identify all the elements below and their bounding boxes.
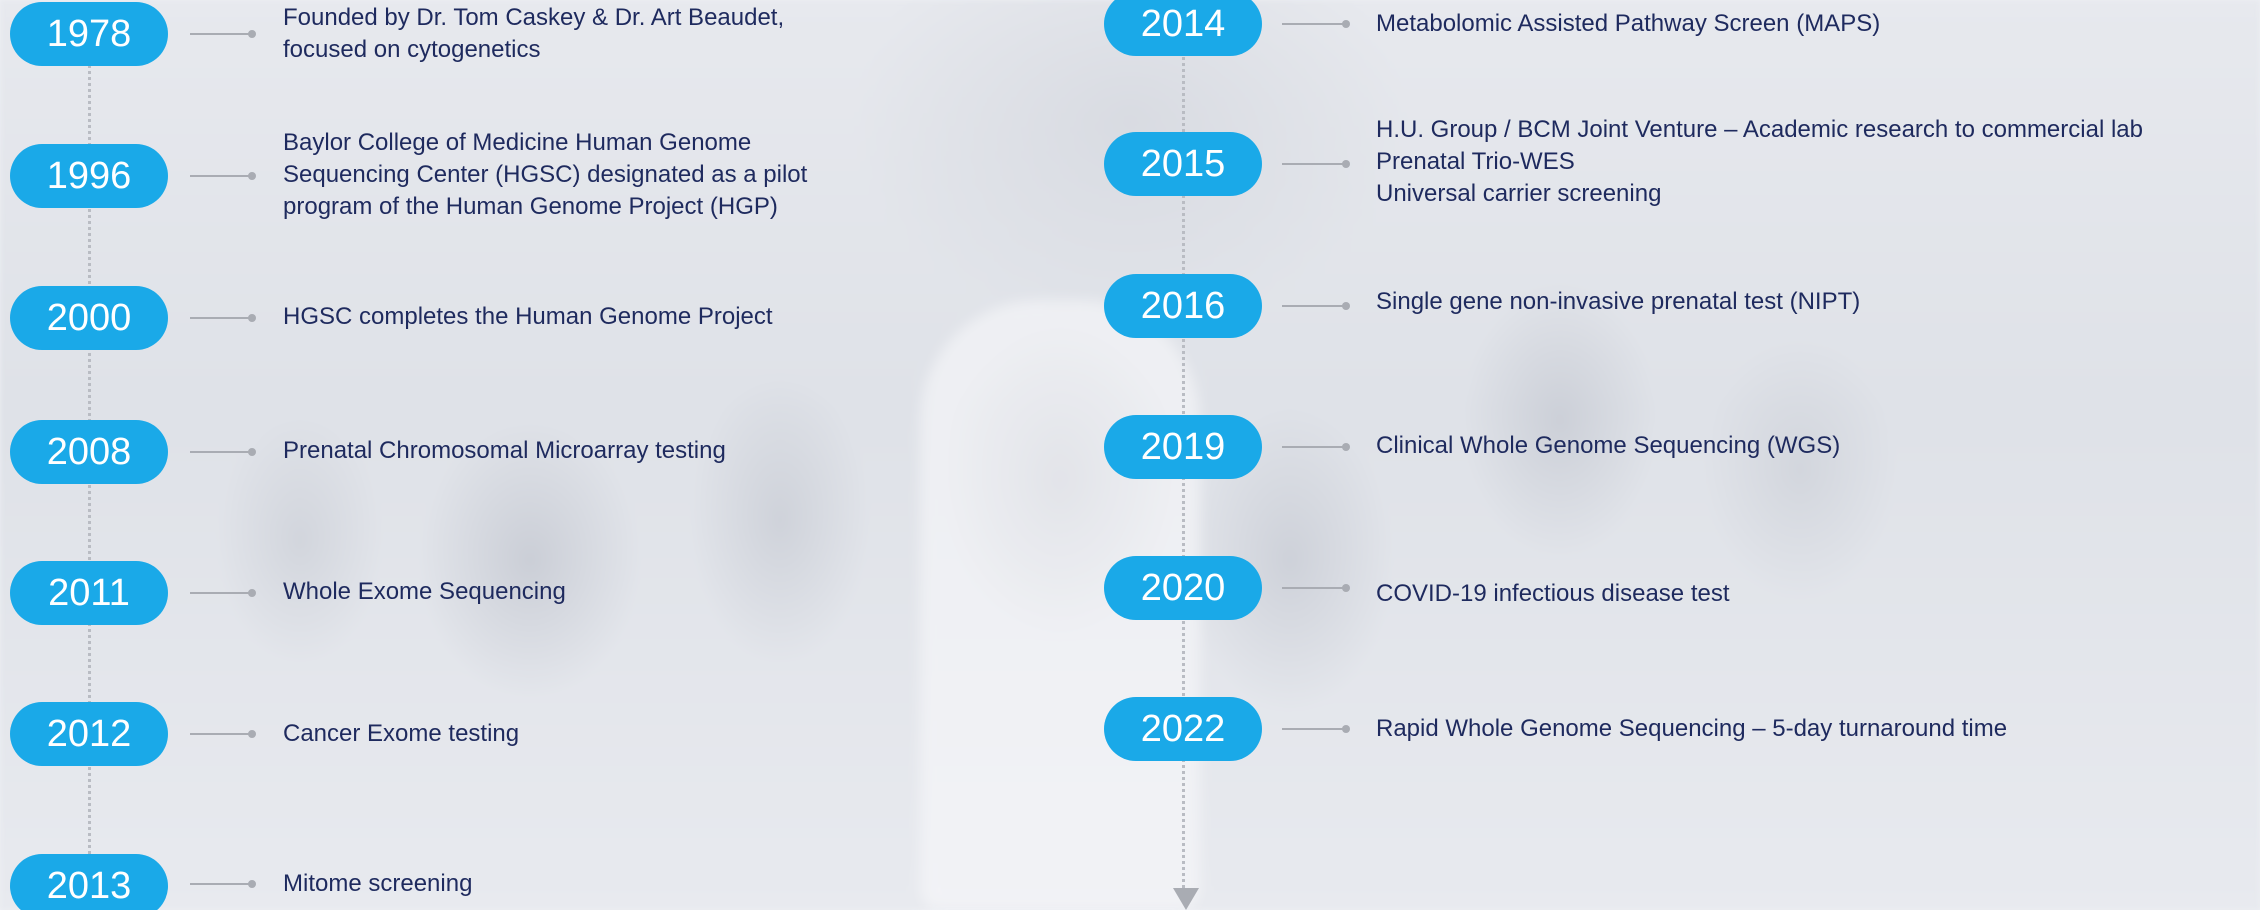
milestone-text-2016: Single gene non-invasive prenatal test (… [1376, 286, 1860, 318]
down-arrow-icon [1173, 888, 1199, 910]
connector-2016 [1282, 302, 1350, 310]
connector-2000 [190, 314, 256, 322]
connector-2008 [190, 448, 256, 456]
connector-1978 [190, 30, 256, 38]
connector-2015 [1282, 160, 1350, 168]
connector-2014 [1282, 20, 1350, 28]
milestone-text-2022: Rapid Whole Genome Sequencing – 5-day tu… [1376, 713, 2007, 745]
milestone-line: Baylor College of Medicine Human Genome [283, 129, 752, 156]
connector-2020 [1282, 584, 1350, 592]
milestone-text-2013: Mitome screening [283, 868, 472, 900]
milestone-text-1996: Baylor College of Medicine Human Genome … [283, 127, 807, 223]
year-pill-2011: 2011 [10, 561, 168, 625]
milestone-line: Founded by Dr. Tom Caskey & Dr. Art Beau… [283, 4, 785, 31]
milestone-text-1978: Founded by Dr. Tom Caskey & Dr. Art Beau… [283, 2, 784, 66]
milestone-text-2008: Prenatal Chromosomal Microarray testing [283, 435, 726, 467]
connector-2012 [190, 730, 256, 738]
milestone-text-2020: COVID-19 infectious disease test [1376, 578, 1730, 610]
milestone-line: HGSC completes the Human Genome Project [283, 303, 773, 330]
milestone-line: H.U. Group / BCM Joint Venture – Academi… [1376, 116, 2143, 143]
milestone-text-2012: Cancer Exome testing [283, 718, 519, 750]
year-pill-2020: 2020 [1104, 556, 1262, 620]
milestone-line: Mitome screening [283, 870, 473, 897]
milestone-line: Prenatal Trio-WES [1376, 148, 1575, 175]
year-pill-2015: 2015 [1104, 132, 1262, 196]
year-pill-2008: 2008 [10, 420, 168, 484]
milestone-line: focused on cytogenetics [283, 36, 541, 63]
milestone-line: Universal carrier screening [1376, 180, 1662, 207]
connector-2011 [190, 589, 256, 597]
milestone-text-2019: Clinical Whole Genome Sequencing (WGS) [1376, 430, 1840, 462]
milestone-text-2000: HGSC completes the Human Genome Project [283, 301, 773, 333]
milestone-line: COVID-19 infectious disease test [1376, 580, 1730, 607]
year-pill-2000: 2000 [10, 286, 168, 350]
year-pill-2022: 2022 [1104, 697, 1262, 761]
year-pill-2016: 2016 [1104, 274, 1262, 338]
milestone-line: program of the Human Genome Project (HGP… [283, 193, 778, 220]
milestone-line: Single gene non-invasive prenatal test (… [1376, 288, 1861, 315]
connector-1996 [190, 172, 256, 180]
milestone-line: Prenatal Chromosomal Microarray testing [283, 437, 726, 464]
connector-2022 [1282, 725, 1350, 733]
year-pill-2014: 2014 [1104, 0, 1262, 56]
year-pill-2019: 2019 [1104, 415, 1262, 479]
milestone-line: Sequencing Center (HGSC) designated as a… [283, 161, 808, 188]
milestone-line: Clinical Whole Genome Sequencing (WGS) [1376, 432, 1841, 459]
milestone-text-2014: Metabolomic Assisted Pathway Screen (MAP… [1376, 8, 1880, 40]
milestone-line: Rapid Whole Genome Sequencing – 5-day tu… [1376, 715, 2008, 742]
connector-2013 [190, 880, 256, 888]
connector-2019 [1282, 443, 1350, 451]
milestone-line: Metabolomic Assisted Pathway Screen (MAP… [1376, 10, 1881, 37]
year-pill-2013: 2013 [10, 854, 168, 910]
year-pill-1978: 1978 [10, 2, 168, 66]
year-pill-2012: 2012 [10, 702, 168, 766]
milestone-text-2011: Whole Exome Sequencing [283, 576, 566, 608]
milestone-text-2015: H.U. Group / BCM Joint Venture – Academi… [1376, 114, 2143, 210]
year-pill-1996: 1996 [10, 144, 168, 208]
milestone-line: Whole Exome Sequencing [283, 578, 566, 605]
milestone-line: Cancer Exome testing [283, 720, 520, 747]
